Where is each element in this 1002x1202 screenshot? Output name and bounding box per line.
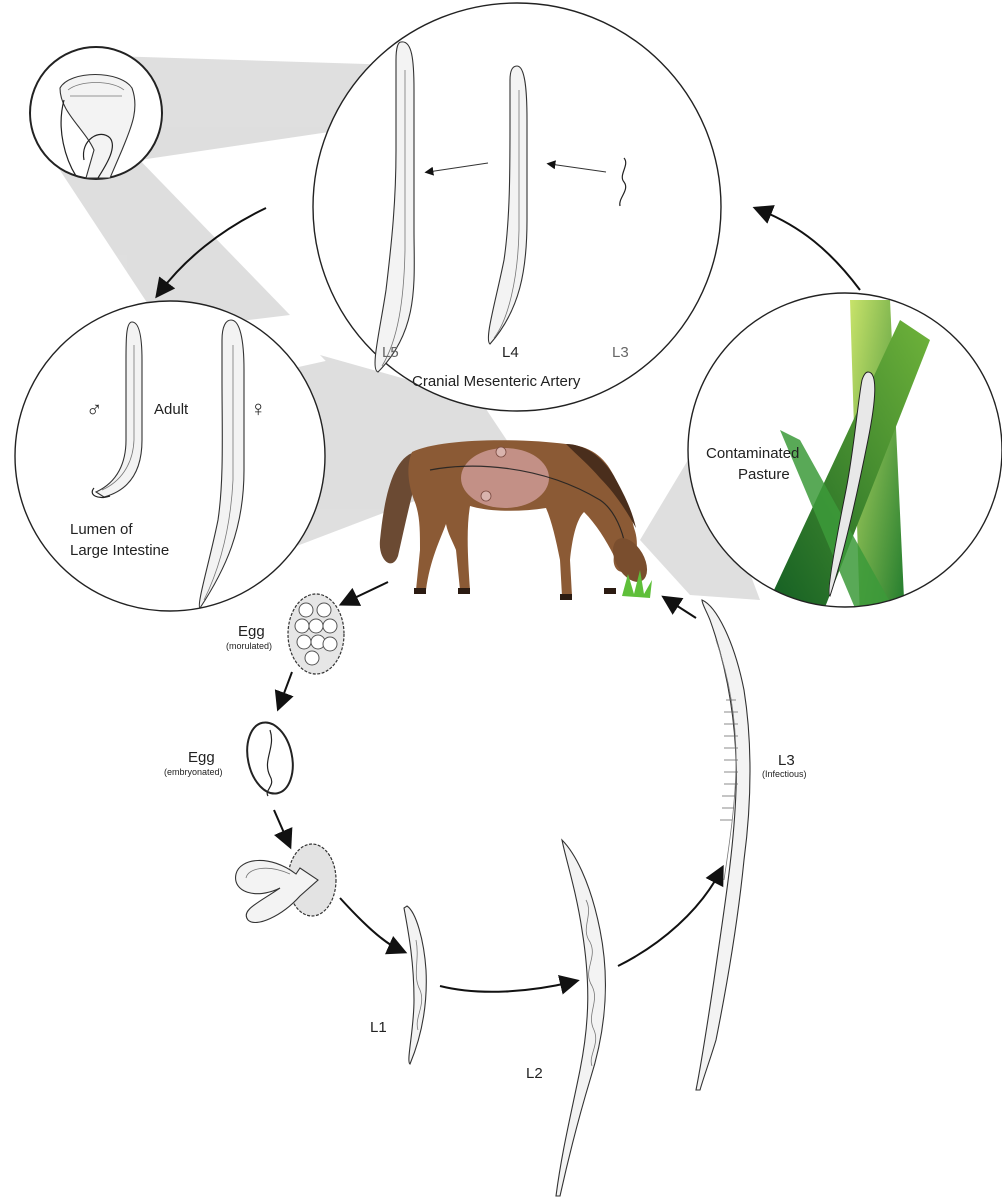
arrow-l1-to-l2	[440, 982, 572, 992]
label-cranial-mesenteric-artery: Cranial Mesenteric Artery	[412, 373, 581, 390]
label-l3-artery: L3	[612, 344, 629, 361]
arrow-morulated-to-embryonated	[280, 672, 292, 704]
arrow-pasture-to-artery	[760, 210, 860, 290]
label-l3-infectious: L3	[778, 752, 795, 769]
arrow-l2-to-l3	[618, 872, 720, 966]
label-morulated: (morulated)	[226, 641, 272, 651]
egg-embryonated: Egg (embryonated)	[164, 718, 299, 798]
label-pasture: Pasture	[738, 466, 790, 483]
label-contaminated: Contaminated	[706, 445, 799, 462]
label-l4: L4	[502, 344, 519, 361]
label-embryonated: (embryonated)	[164, 767, 223, 777]
label-l1: L1	[370, 1019, 387, 1036]
horse-intestine	[461, 448, 549, 508]
l3-infectious-larva: L3 (Infectious)	[696, 600, 807, 1090]
label-egg-embryonated: Egg	[188, 749, 215, 766]
label-l2: L2	[526, 1065, 543, 1082]
l2-larva: L2	[526, 840, 605, 1196]
label-large-intestine: Large Intestine	[70, 542, 169, 559]
label-egg-morulated: Egg	[238, 623, 265, 640]
hatching-larva	[236, 844, 336, 923]
l1-larva: L1	[370, 906, 426, 1064]
male-symbol: ♂	[86, 397, 103, 422]
arrow-embryonated-to-hatching	[274, 810, 288, 842]
arrow-hatching-to-l1	[340, 898, 400, 950]
horse-illustration	[380, 440, 654, 600]
head-detail-circle	[30, 47, 162, 179]
label-infectious: (Infectious)	[762, 769, 807, 779]
intestine-circle: ♂ Adult ♀ Lumen of Large Intestine	[15, 301, 325, 611]
label-lumen-of: Lumen of	[70, 521, 133, 538]
arrow-l3-to-horse	[668, 600, 696, 618]
egg-morulated: Egg (morulated)	[226, 594, 344, 674]
label-l5: L5	[382, 344, 399, 361]
arrow-horse-to-egg	[346, 582, 388, 602]
label-adult: Adult	[154, 401, 189, 418]
female-symbol: ♀	[250, 396, 267, 421]
artery-circle: L5 L4 L3 Cranial Mesenteric Artery	[313, 3, 721, 411]
